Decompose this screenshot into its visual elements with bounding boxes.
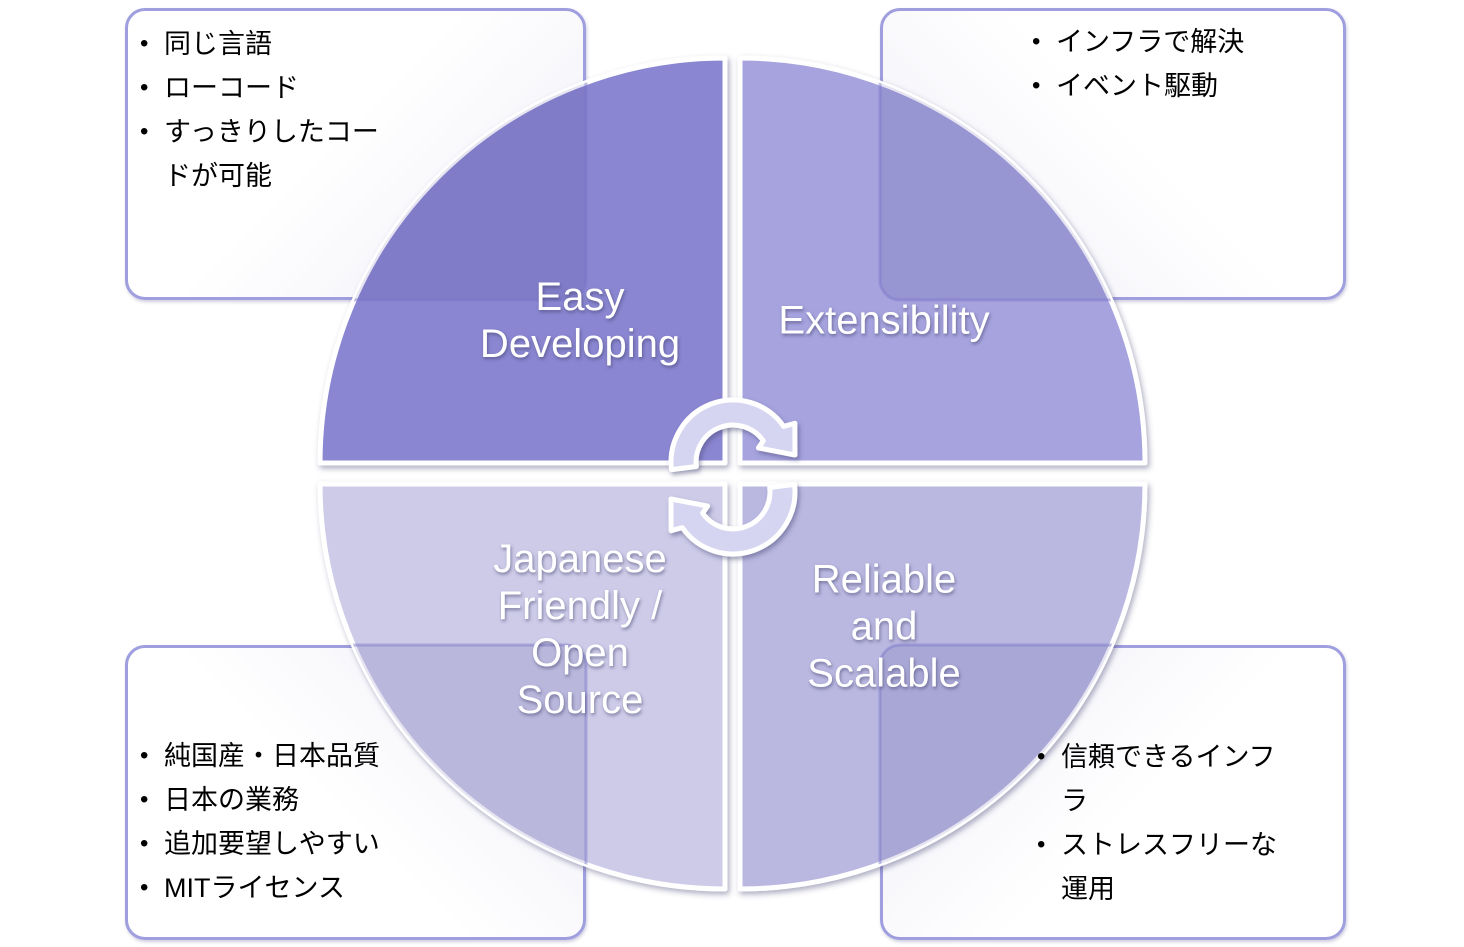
label-line: and: [850, 604, 918, 649]
label-line: Easy: [535, 275, 625, 319]
list-item: すっきりしたコードが可能: [138, 110, 390, 198]
list-item: 追加要望しやすい: [138, 822, 394, 866]
label-line: Developing: [479, 322, 681, 366]
label-line: Extensibility: [778, 298, 990, 343]
list-item: 純国産・日本品質: [138, 734, 394, 778]
cycle-arrow-top-icon: [668, 397, 798, 473]
bullet-list-top-right: インフラで解決 イベント駆動: [1030, 20, 1330, 108]
quadrant-bottom-left-shape: [317, 481, 728, 892]
quadrant-top-left-shape: [317, 55, 728, 466]
label-line: Source: [516, 678, 644, 722]
label-line: Friendly /: [497, 584, 663, 628]
list-item: イベント駆動: [1030, 64, 1330, 108]
bullet-list-top-left: 同じ言語 ローコード すっきりしたコードが可能: [138, 22, 390, 198]
list-item: 同じ言語: [138, 22, 390, 66]
label-line: Reliable: [811, 557, 957, 602]
quadrant-label-reliable-and-scalable: Reliable and Scalable: [807, 557, 960, 698]
list-item: ローコード: [138, 66, 390, 110]
list-item: MITライセンス: [138, 866, 394, 910]
label-line: Japanese: [493, 537, 667, 581]
bullet-list-bottom-left: 純国産・日本品質 日本の業務 追加要望しやすい MITライセンス: [138, 734, 394, 910]
list-item: インフラで解決: [1030, 20, 1330, 64]
label-line: Open: [531, 631, 629, 675]
list-item: ストレスフリーな運用: [1035, 823, 1285, 911]
bullet-list-bottom-right: 信頼できるインフラ ストレスフリーな運用: [1035, 735, 1285, 911]
list-item: 信頼できるインフラ: [1035, 735, 1285, 823]
quadrant-label-easy-developing: Easy Developing: [480, 274, 680, 368]
cycle-arrow-bottom-icon: [668, 481, 798, 557]
label-line: Scalable: [807, 651, 961, 696]
list-item: 日本の業務: [138, 778, 394, 822]
quadrant-top-right-shape: [737, 55, 1148, 466]
quadrant-label-extensibility: Extensibility: [778, 298, 989, 345]
quadrant-bottom-right-shape: [737, 481, 1148, 892]
quadrant-label-japanese-friendly-open-source: Japanese Friendly / Open Source: [493, 536, 666, 724]
